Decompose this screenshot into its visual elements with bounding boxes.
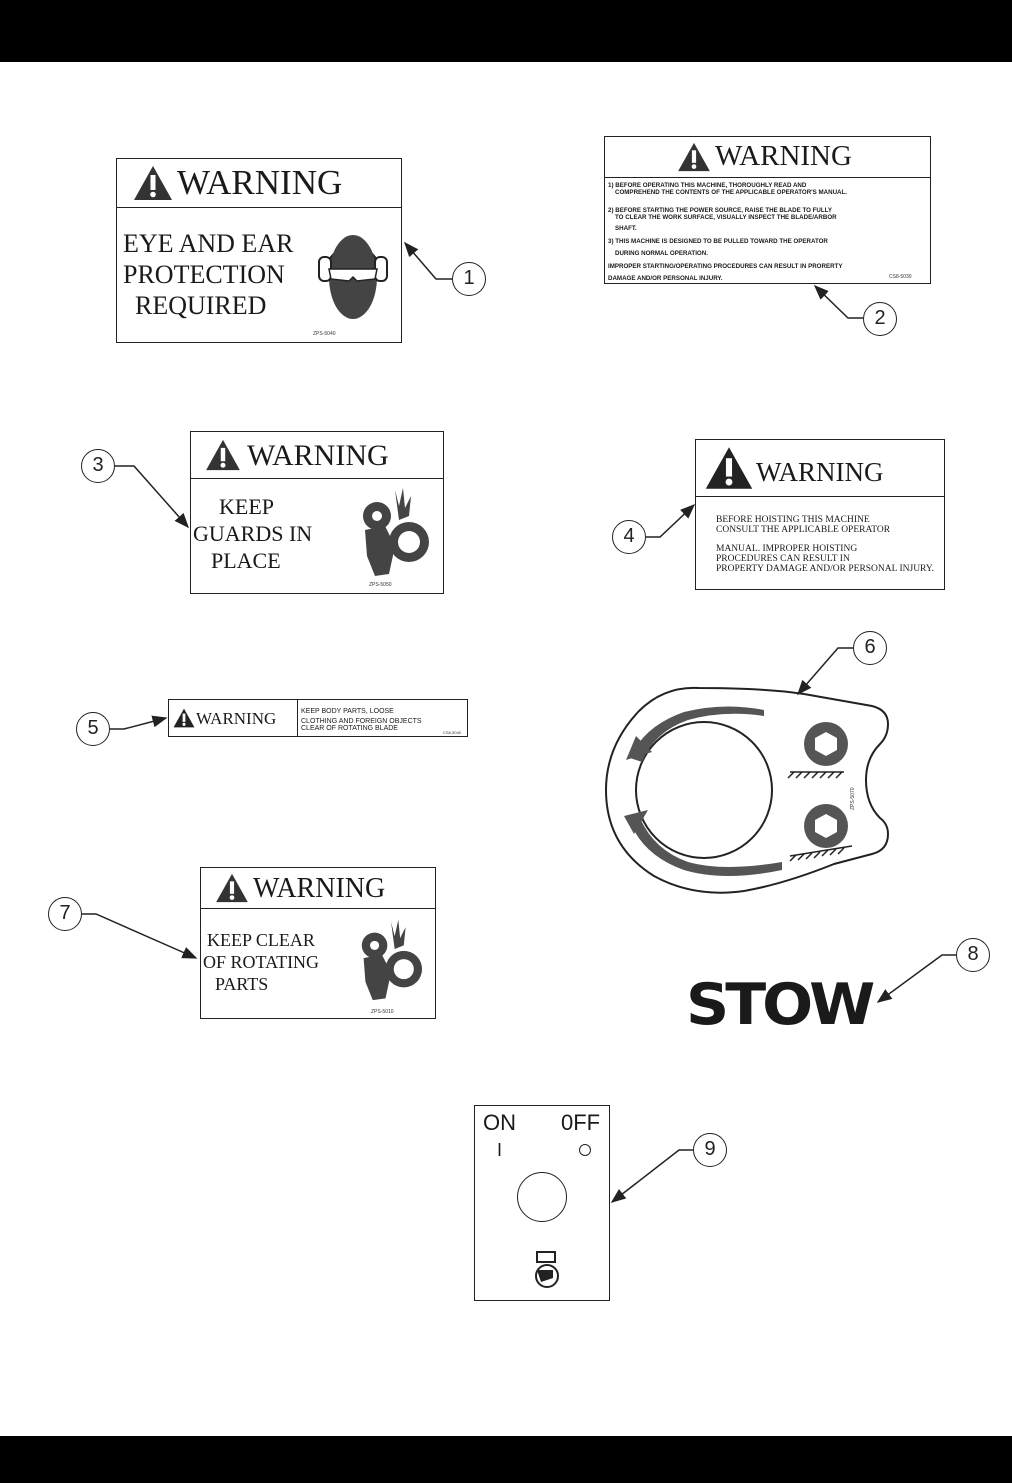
decal-line: PARTS xyxy=(215,974,269,994)
decal-line: CLEAR OF ROTATING BLADE xyxy=(301,725,398,732)
callout-1: 1 xyxy=(452,262,486,296)
head-with-eye-and-ear-protection-icon xyxy=(318,235,388,319)
callout-2: 2 xyxy=(863,302,897,336)
decal-line: PROTECTION xyxy=(123,260,285,289)
decal-line: CONSULT THE APPLICABLE OPERATOR xyxy=(716,525,891,535)
callout-5: 5 xyxy=(76,712,110,746)
decal-line: MANUAL. IMPROPER HOISTING xyxy=(716,544,858,554)
decal-line: PLACE xyxy=(211,548,281,573)
decal-title: WARNING xyxy=(715,140,852,172)
decal-line: KEEP CLEAR xyxy=(207,930,315,950)
decal-title: WARNING xyxy=(177,163,343,202)
warning-triangle-icon xyxy=(173,708,195,728)
power-switch-button[interactable] xyxy=(517,1172,567,1222)
decal-line: GUARDS IN xyxy=(193,521,313,546)
warning-triangle-icon xyxy=(134,166,172,200)
warning-triangle-icon xyxy=(678,142,710,172)
warning-triangle-icon xyxy=(216,873,248,903)
decal-line: SHAFT. xyxy=(615,225,637,232)
decal-line: PROCEDURES CAN RESULT IN xyxy=(716,554,850,564)
decal-code: CS8-5040 xyxy=(443,730,462,735)
decal-line: BEFORE HOISTING THIS MACHINE xyxy=(716,515,870,525)
decal-code: ZPS-5050 xyxy=(369,582,392,588)
decal-header: WARNING xyxy=(117,159,401,208)
decal-keep-body-parts: WARNING KEEP BODY PARTS, LOOSE CLOTHING … xyxy=(168,699,468,737)
callout-8: 8 xyxy=(956,938,990,972)
warning-triangle-icon xyxy=(705,447,753,489)
decal-code: ZPS-5040 xyxy=(313,331,336,337)
stow-label: STOW xyxy=(686,971,875,1039)
decal-line: 2) BEFORE STARTING THE POWER SOURCE, RAI… xyxy=(608,207,833,214)
switch-plate: ON 0FF I xyxy=(474,1105,610,1301)
decal-hoisting-warning: WARNING BEFORE HOISTING THIS MACHINE CON… xyxy=(695,439,945,590)
decal-line: EYE AND EAR xyxy=(123,229,294,258)
decal-title: WARNING xyxy=(756,457,884,487)
blade-rotation-direction-icon xyxy=(604,686,890,894)
decal-line: REQUIRED xyxy=(135,291,267,320)
decal-title: WARNING xyxy=(253,873,386,904)
decal-code: ZPS-5010 xyxy=(371,1009,394,1015)
callout-3: 3 xyxy=(81,449,115,483)
decal-operating-warning: WARNING 1) BEFORE OPERATING THIS MACHINE… xyxy=(604,136,931,284)
on-label: ON xyxy=(483,1110,516,1135)
decal-line: COMPREHEND THE CONTENTS OF THE APPLICABL… xyxy=(615,189,848,196)
decal-header: WARNING xyxy=(696,440,944,497)
off-label: 0FF xyxy=(561,1110,601,1135)
on-mark: I xyxy=(497,1140,503,1160)
decal-line: OF ROTATING xyxy=(203,952,320,972)
decal-keep-clear-rotating: WARNING KEEP CLEAR OF ROTATING PARTS ZPS… xyxy=(200,867,436,1019)
decal-line: TO CLEAR THE WORK SURFACE, VISUALLY INSP… xyxy=(615,214,837,221)
decal-header: WARNING xyxy=(605,137,930,178)
decal-line: CLOTHING AND FOREIGN OBJECTS xyxy=(301,718,422,725)
callout-6: 6 xyxy=(853,631,887,665)
decal-line: 1) BEFORE OPERATING THIS MACHINE, THOROU… xyxy=(608,182,807,189)
decal-eye-ear-protection: WARNING EYE AND EAR PROTECTION REQUIRED … xyxy=(116,158,402,343)
decal-header: WARNING xyxy=(201,868,435,909)
decal-code: CS8-5030 xyxy=(889,274,912,280)
top-bar xyxy=(0,0,1012,62)
decal-line: DURING NORMAL OPERATION. xyxy=(615,250,708,257)
divider xyxy=(297,700,298,736)
hand-in-gears-icon xyxy=(363,488,429,576)
off-mark xyxy=(579,1144,591,1156)
decal-title: WARNING xyxy=(247,439,389,472)
decal-line: DAMAGE AND/OR PERSONAL INJURY. xyxy=(608,275,723,282)
bottom-bar xyxy=(0,1436,1012,1483)
decal-header: WARNING xyxy=(191,432,443,479)
decal-keep-guards: WARNING KEEP GUARDS IN PLACE ZPS-5050 xyxy=(190,431,444,594)
key-switch-icon xyxy=(535,1251,559,1288)
callout-4: 4 xyxy=(612,520,646,554)
decal-title: WARNING xyxy=(196,709,277,728)
decal-line: 3) THIS MACHINE IS DESIGNED TO BE PULLED… xyxy=(608,238,828,245)
decal-line: KEEP BODY PARTS, LOOSE xyxy=(301,708,394,715)
warning-triangle-icon xyxy=(206,439,240,471)
callout-9: 9 xyxy=(693,1133,727,1167)
decal-line: PROPERTY DAMAGE AND/OR PERSONAL INJURY. xyxy=(716,564,934,574)
callout-7: 7 xyxy=(48,897,82,931)
decal-line: KEEP xyxy=(219,494,274,519)
hand-in-gears-icon xyxy=(361,919,423,1001)
decal-line: IMPROPER STARTING/OPERATING PROCEDURES C… xyxy=(608,263,843,270)
